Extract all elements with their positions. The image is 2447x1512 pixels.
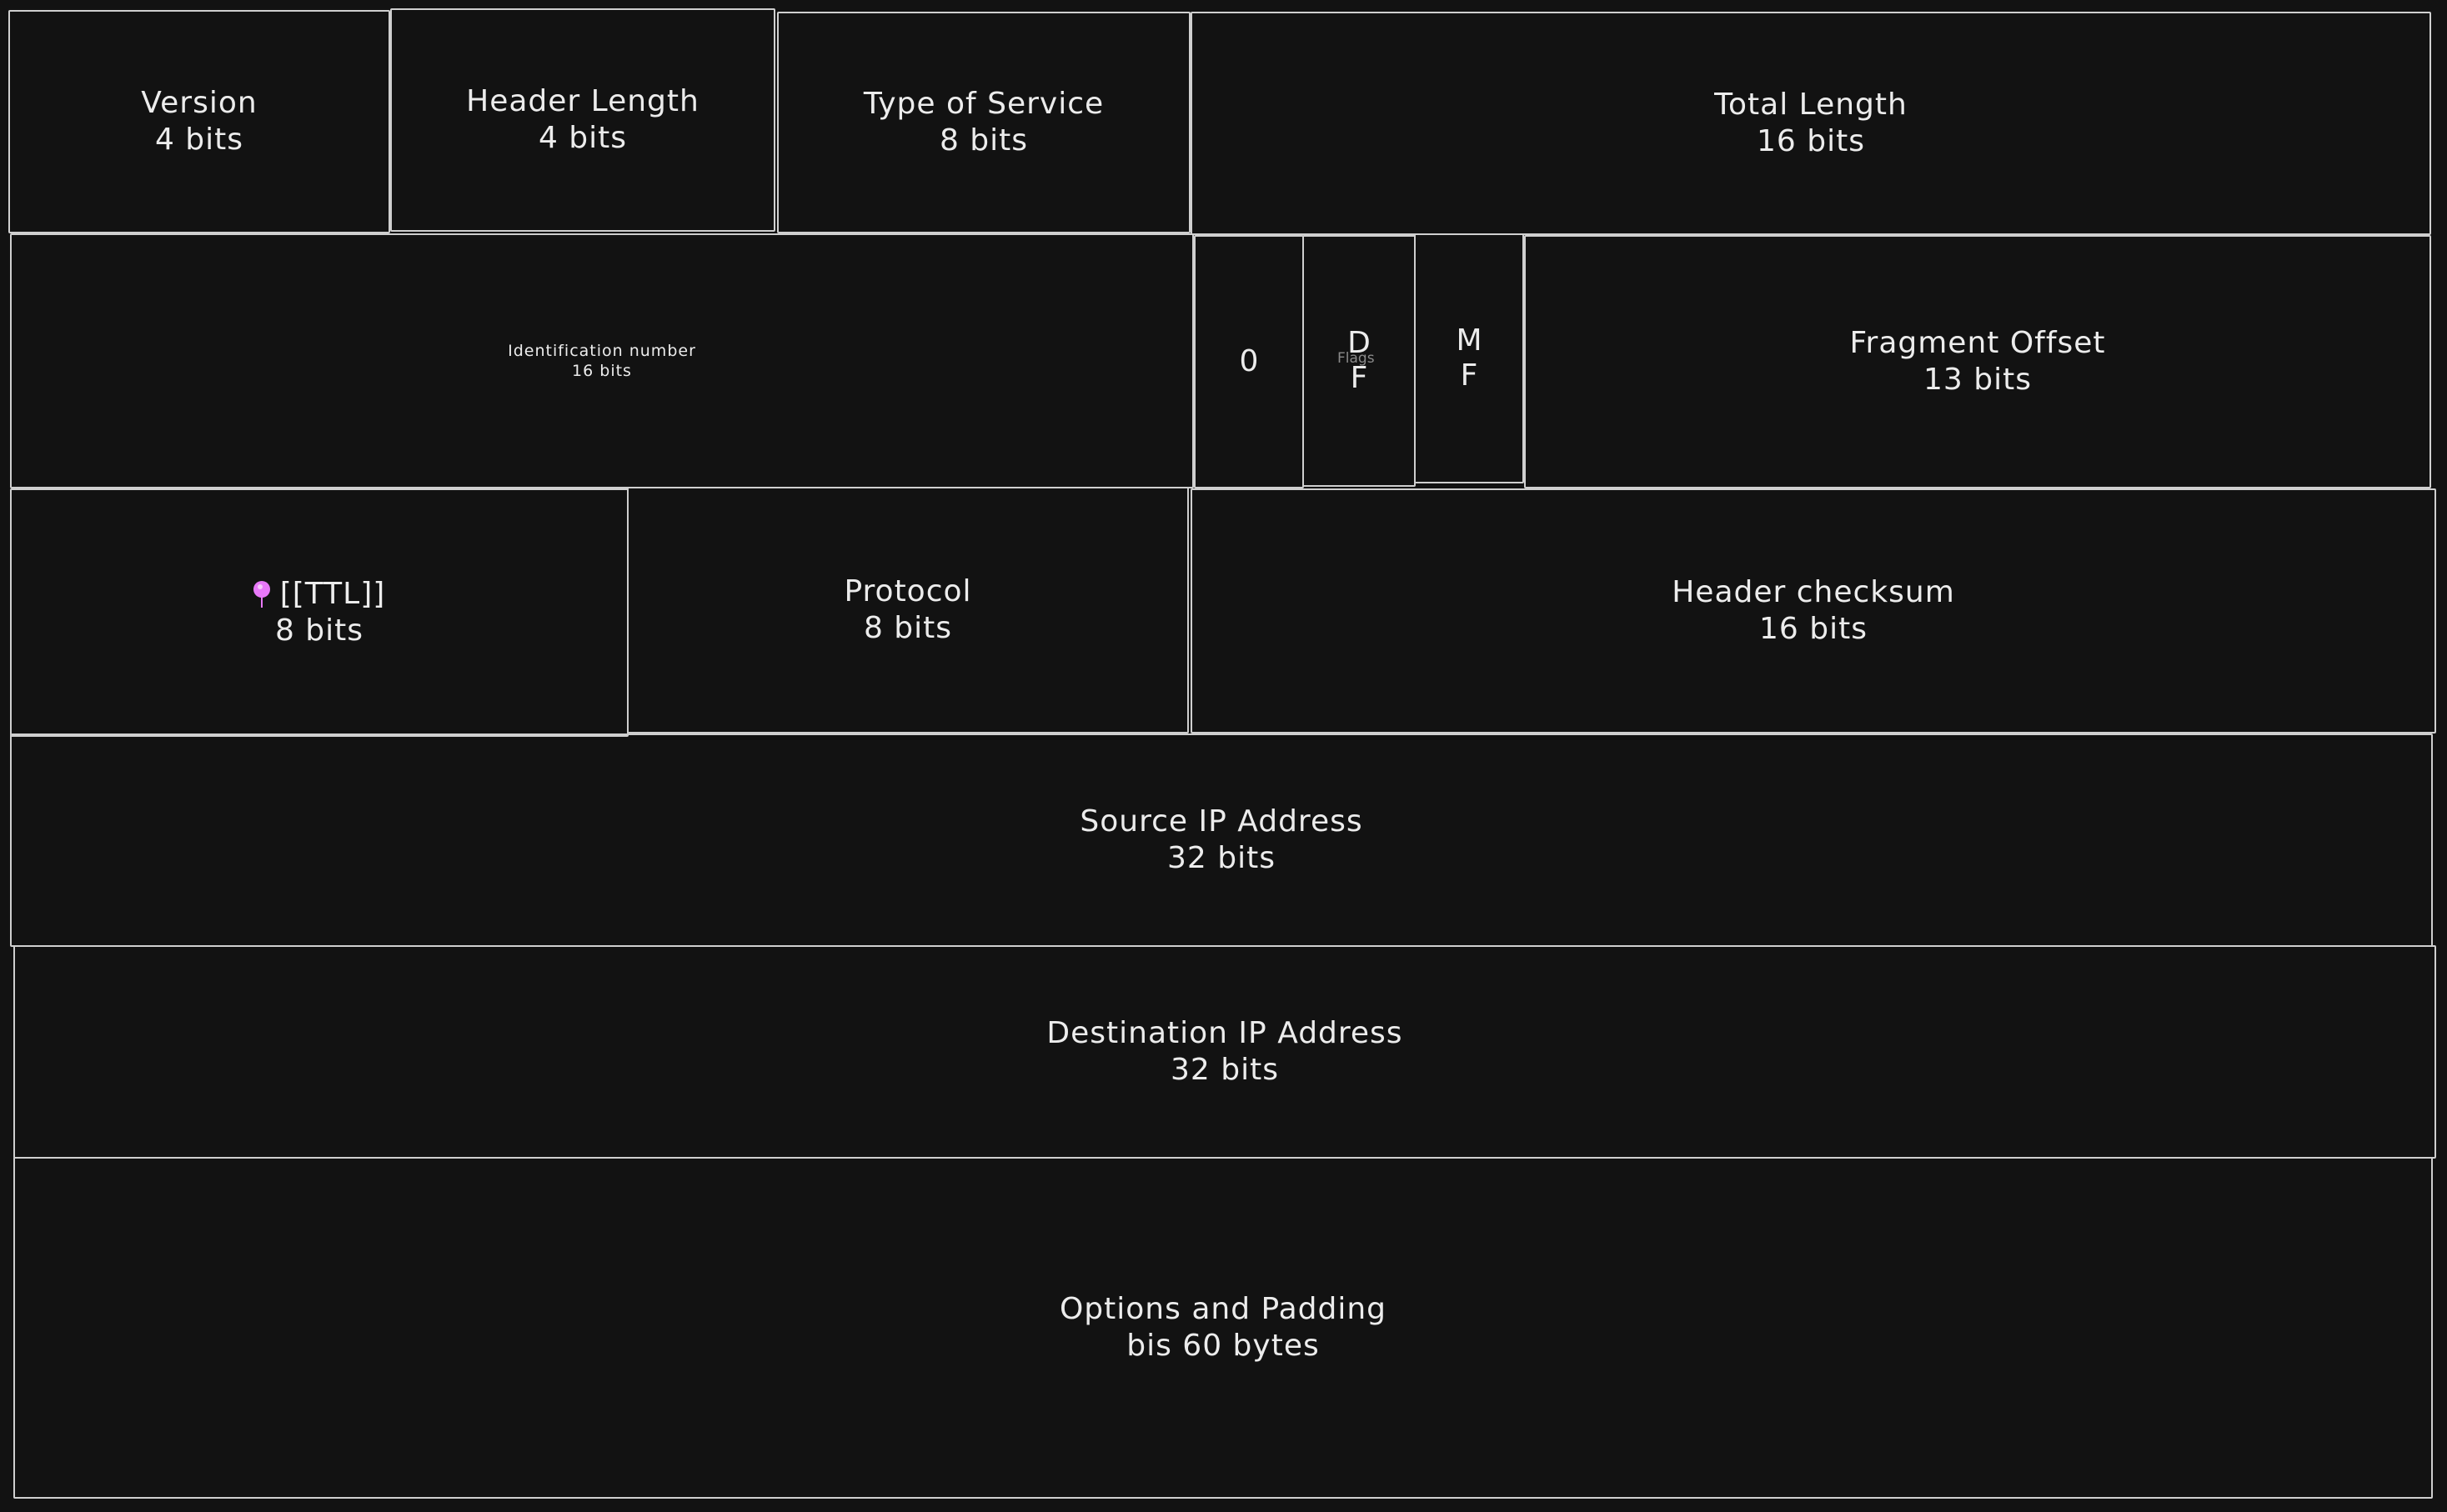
- field-name-row: [[TTL]]: [253, 576, 386, 613]
- ttl-label: [[TTL]]: [279, 577, 386, 611]
- field-name: Protocol: [844, 574, 972, 608]
- field-name: Type of Service: [863, 87, 1105, 121]
- flag-df-bottom: F: [1350, 361, 1368, 395]
- field-options-padding: Options and Padding bis 60 bytes: [13, 1157, 2433, 1499]
- field-identification: Identification number 16 bits: [10, 233, 1194, 488]
- field-name: Total Length: [1714, 88, 1908, 122]
- pin-icon: [253, 581, 270, 608]
- field-ttl: [[TTL]] 8 bits: [10, 488, 629, 737]
- field-protocol: Protocol 8 bits: [627, 487, 1189, 733]
- flag-mf-top: M: [1456, 323, 1482, 358]
- flag-mf-bottom: F: [1460, 358, 1478, 393]
- field-header-length: Header Length 4 bits: [390, 8, 775, 232]
- flag-zero-label: 0: [1239, 344, 1259, 378]
- field-destination-ip: Destination IP Address 32 bits: [13, 945, 2436, 1159]
- field-size: 8 bits: [939, 123, 1029, 158]
- field-name: Version: [141, 86, 258, 120]
- field-size: 32 bits: [1167, 841, 1276, 875]
- field-size: 8 bits: [274, 613, 364, 648]
- field-source-ip: Source IP Address 32 bits: [10, 733, 2433, 947]
- field-header-checksum: Header checksum 16 bits: [1191, 488, 2436, 733]
- field-name: Destination IP Address: [1046, 1016, 1403, 1050]
- field-version: Version 4 bits: [8, 10, 390, 233]
- field-size: 4 bits: [154, 123, 244, 157]
- field-size: 32 bits: [1171, 1053, 1279, 1087]
- field-size: 16 bits: [1757, 124, 1865, 158]
- field-size: 8 bits: [863, 611, 953, 645]
- field-name: Identification number: [508, 342, 696, 360]
- flag-zero: 0: [1194, 235, 1304, 488]
- field-name: Fragment Offset: [1849, 326, 2106, 360]
- field-total-length: Total Length 16 bits: [1191, 12, 2431, 235]
- field-type-of-service: Type of Service 8 bits: [777, 12, 1191, 233]
- field-name: Options and Padding: [1059, 1292, 1387, 1326]
- field-name: Header checksum: [1672, 575, 1955, 609]
- flags-caption: Flags: [1337, 350, 1375, 367]
- field-size: 13 bits: [1923, 363, 2032, 397]
- field-size: 16 bits: [572, 362, 632, 380]
- field-fragment-offset: Fragment Offset 13 bits: [1524, 235, 2431, 488]
- field-name: Source IP Address: [1080, 804, 1363, 839]
- field-name: Header Length: [466, 84, 700, 118]
- field-size: 4 bits: [538, 121, 628, 155]
- flag-df-top: D: [1347, 326, 1371, 360]
- flag-mf: M F: [1414, 233, 1524, 483]
- field-size: bis 60 bytes: [1126, 1329, 1320, 1363]
- field-size: 16 bits: [1759, 612, 1868, 646]
